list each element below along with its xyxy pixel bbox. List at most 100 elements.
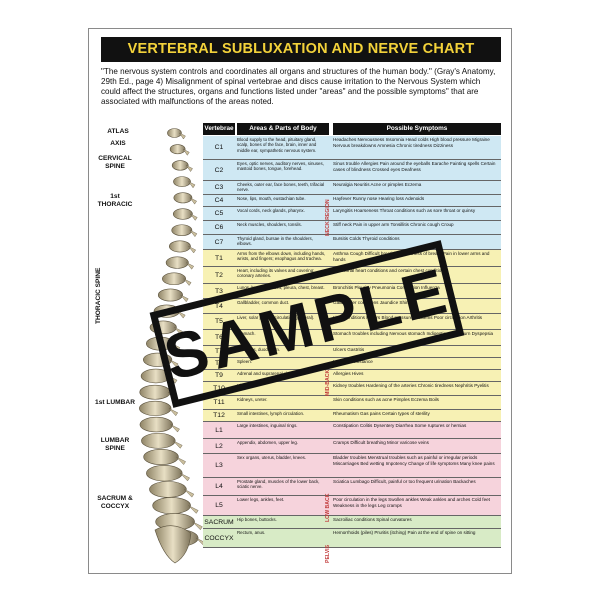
vertebrae-table: Vertebrae Areas & Parts of Body Possible…: [203, 123, 501, 563]
area-text: Liver, solar plexus, circulation (genera…: [237, 315, 315, 320]
symptoms-text: Gallbladder conditions Jaundice Shingles: [333, 300, 418, 305]
vertebra-label: T8: [215, 360, 223, 367]
symptoms-text: Hemorrhoids (piles) Pruritis (itching) P…: [333, 530, 476, 535]
vertebra-label: T3: [215, 287, 223, 295]
label-1st-lumbar: 1st LUMBAR: [95, 399, 135, 406]
vertebra-label: T10: [213, 385, 225, 392]
vertebra-process: [176, 456, 186, 465]
spine-illustration: [139, 128, 207, 564]
vertebra-process: [168, 375, 178, 384]
vertebra-process: [186, 262, 194, 270]
header-areas: Areas & Parts of Body: [237, 123, 329, 135]
vertebra-shape: [139, 400, 172, 416]
vertebra-label: T4: [215, 302, 223, 310]
vertebra-shape: [173, 192, 193, 204]
area-text: Arms from the elbows down, including han…: [237, 251, 326, 262]
symptoms-text: Ulcers Gastritis: [333, 347, 365, 352]
vertebra-label: T12: [213, 412, 225, 419]
vertebra-process: [177, 311, 186, 319]
vertebra-label: T9: [215, 372, 223, 379]
table-row: C7 Thyroid gland, bursae in the shoulders…: [203, 235, 501, 250]
vertebra-label: L3: [215, 462, 223, 469]
symptoms-text: Hayfever Runny nose Hearing loss Adenoid…: [333, 196, 425, 201]
area-text: Sex organs, uterus, bladder, knees.: [237, 455, 307, 460]
vertebra-shape: [167, 128, 182, 138]
symptoms-text: Sacroiliac conditions Spinal curvatures: [333, 517, 412, 522]
vertebra-shape: [171, 160, 189, 171]
vertebra-label: L5: [215, 502, 223, 509]
symptoms-text: Lowered resistance: [333, 359, 373, 364]
vertebra-shape: [143, 352, 173, 367]
area-text: Small intestines, lymph circulation.: [237, 411, 305, 416]
label-thoracic-spine: THORACIC SPINE: [95, 267, 102, 325]
vertebra-process: [169, 359, 179, 368]
symptoms-text: Headaches Nervousness Insomnia Head cold…: [333, 137, 490, 148]
area-text: Blood supply to the head, pituitary glan…: [237, 137, 317, 153]
table-row: T3 Lungs, bronchial tubes, pleura, chest,…: [203, 284, 501, 299]
area-text: Lungs, bronchial tubes, pleura, chest, b…: [237, 285, 325, 290]
area-text: Gallbladder, common duct.: [237, 300, 290, 305]
vertebra-process: [186, 165, 193, 172]
area-text: Vocal cords, neck glands, pharynx.: [237, 208, 305, 213]
symptoms-text: Liver conditions Fevers Blood pressure p…: [333, 315, 483, 320]
vertebra-process: [168, 392, 178, 400]
label-lumbar-spine: LUMBAR SPINE: [100, 437, 130, 452]
table-row: L4 Prostate gland, muscles of the lower b…: [203, 478, 501, 496]
symptoms-text: Skin conditions such as acne Pimples Ecz…: [333, 397, 439, 402]
vertebra-label: COCCYX: [204, 534, 234, 542]
area-text: Large intestines, inguinal rings.: [237, 423, 298, 428]
vertebra-process: [170, 424, 180, 433]
area-text: Heart, including its valves and covering…: [237, 268, 315, 279]
vertebra-label: C6: [214, 224, 224, 231]
region-tag-low-back: LOW BACK: [325, 493, 331, 523]
area-text: Adrenal and suprarenal glands.: [237, 371, 299, 376]
vertebra-label: C4: [214, 197, 224, 204]
symptoms-text: Functional heart conditions and certain …: [333, 268, 447, 273]
area-text: Cheeks, outer ear, face bones, teeth, tr…: [237, 182, 325, 193]
vertebra-label: C7: [214, 238, 224, 246]
area-text: Pancreas, duodenum.: [237, 347, 280, 352]
area-text: Neck muscles, shoulders, tonsils.: [237, 222, 302, 227]
area-text: Lower legs, ankles, feet.: [237, 497, 285, 502]
vertebra-label: T1: [215, 254, 223, 262]
vertebra-shape: [141, 432, 176, 449]
table-row: C6 Neck muscles, shoulders, tonsils. Stiff…: [203, 221, 501, 235]
table-row: C4 Nose, lips, mouth, eustachian tube. Hay…: [203, 195, 501, 207]
vertebra-shape: [146, 465, 183, 482]
vertebra-process: [188, 505, 199, 514]
vertebra-shape: [149, 481, 187, 498]
vertebra-shape: [146, 336, 175, 351]
intro-quote: "The nervous system controls and coordin…: [101, 67, 496, 106]
vertebra-process: [189, 197, 197, 205]
vertebra-shape: [168, 240, 191, 253]
area-text: Prostate gland, muscles of the lower bac…: [237, 479, 320, 490]
label-sacrum-coccyx: SACRUM & COCCYX: [97, 495, 133, 510]
area-text: Thyroid gland, bursae in the shoulders, …: [237, 236, 313, 247]
vertebra-process: [180, 473, 190, 482]
vertebra-label: T11: [213, 399, 225, 406]
vertebra-shape: [152, 497, 191, 515]
symptoms-text: Constipation Colitis Dysentery Diarrhea …: [333, 423, 467, 428]
vertebra-shape: [172, 208, 193, 220]
symptoms-text: Asthma Cough Difficult breathing Shortne…: [333, 251, 490, 262]
vertebra-process: [183, 278, 192, 286]
area-text: Appendix, abdomen, upper leg.: [237, 440, 299, 445]
area-text: Nose, lips, mouth, eustachian tube.: [237, 196, 306, 201]
symptoms-text: Stomach troubles including Nervous stoma…: [333, 331, 494, 336]
symptoms-text: Stiff neck Pain in upper arm Tonsillitis…: [333, 222, 454, 227]
symptoms-text: Laryngitis Hoarseness Throat conditions …: [333, 208, 476, 213]
vertebra-shape: [153, 304, 180, 318]
header-vertebrae: Vertebrae: [203, 123, 235, 135]
vertebra-label: L4: [215, 483, 223, 490]
vertebra-process: [188, 181, 196, 189]
header-symptoms: Possible Symptoms: [333, 123, 501, 135]
